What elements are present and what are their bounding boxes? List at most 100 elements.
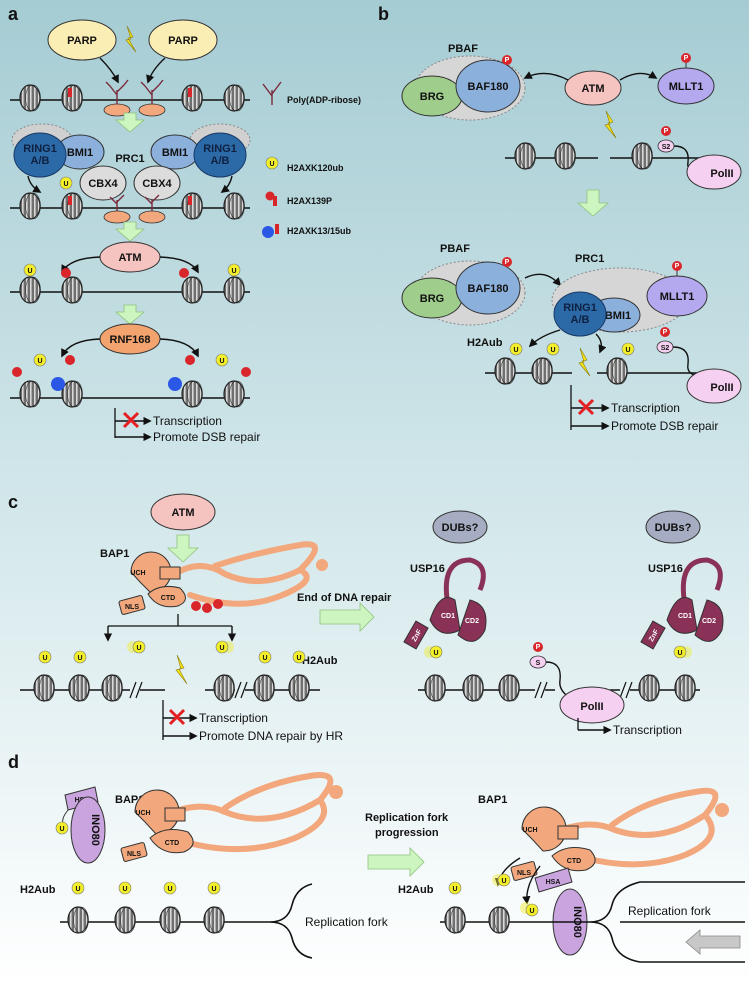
legend-h2ax139p-label: H2AX139P bbox=[287, 196, 332, 206]
arrow-parp-left bbox=[99, 57, 119, 84]
phos-icon bbox=[502, 55, 512, 65]
ub-symbol: U bbox=[77, 655, 82, 662]
ino80-hsa-left bbox=[64, 786, 99, 811]
ub-symbol: U bbox=[42, 655, 47, 662]
pbaf-bottom-label: PBAF bbox=[440, 243, 470, 255]
ub-symbol: U bbox=[75, 886, 80, 893]
ub-symbol: U bbox=[27, 268, 32, 275]
h2ax-mark bbox=[188, 88, 192, 97]
ub-icon bbox=[215, 640, 229, 654]
usp16-cd1-domain bbox=[666, 597, 698, 634]
h2axk13-ub-icon bbox=[51, 377, 65, 391]
ring1-right bbox=[193, 132, 247, 178]
bap1-uch-domain bbox=[521, 806, 567, 852]
promote-a-label: Promote DSB repair bbox=[153, 430, 260, 444]
par-chain-icon bbox=[109, 194, 125, 211]
h2axk13-ub-icon bbox=[168, 377, 182, 391]
nucleosome bbox=[674, 674, 697, 702]
mllt1-top-label: MLLT1 bbox=[669, 81, 704, 93]
ub-icon bbox=[546, 342, 560, 356]
nucleosome bbox=[554, 142, 577, 170]
dubs-left-label: DUBs? bbox=[442, 522, 479, 534]
phos-symbol: P bbox=[664, 128, 669, 135]
ub-symbol: U bbox=[231, 268, 236, 275]
ring1-right-label-2: A/B bbox=[211, 155, 230, 167]
cbx4-left-label: CBX4 bbox=[88, 178, 118, 190]
nucleosome bbox=[181, 84, 204, 112]
ub-icon bbox=[258, 650, 272, 664]
ub-icon bbox=[55, 821, 69, 835]
parp-bound bbox=[138, 103, 166, 117]
ring1-left bbox=[13, 132, 67, 178]
phos-symbol: P bbox=[675, 263, 680, 270]
phos-icon bbox=[61, 268, 71, 278]
phos-icon bbox=[241, 367, 251, 377]
fork-right-label: Replication fork bbox=[628, 904, 712, 918]
nucleosome bbox=[223, 192, 246, 220]
green-arrow-c2 bbox=[319, 602, 375, 632]
ub-symbol: U bbox=[167, 886, 172, 893]
dna-row-d2 bbox=[440, 881, 745, 963]
ring1-left-label-2: A/B bbox=[31, 155, 50, 167]
arrow-baf180-prc1 bbox=[524, 273, 562, 287]
usp16-cd2-domain bbox=[457, 599, 487, 642]
atm-b-label: ATM bbox=[581, 83, 604, 95]
phos-icon bbox=[179, 268, 189, 278]
s2-top-label: S2 bbox=[662, 144, 671, 151]
atm-c bbox=[150, 493, 216, 531]
ub-icon bbox=[448, 881, 462, 895]
ub-symbol: U bbox=[529, 908, 534, 915]
nucleosome bbox=[61, 276, 84, 304]
arrow-ring1-h2aub-2 bbox=[595, 333, 607, 354]
nucleosome bbox=[444, 906, 467, 934]
end-repair-label: End of DNA repair bbox=[297, 592, 392, 604]
bmi1-right-label: BMI1 bbox=[162, 147, 188, 159]
bmi1-left-label: BMI1 bbox=[67, 147, 93, 159]
dna-break-icon bbox=[234, 681, 248, 699]
ub-symbol: U bbox=[122, 886, 127, 893]
usp16-cd1-label: CD1 bbox=[678, 613, 692, 620]
arrow-ring1-right bbox=[220, 175, 233, 194]
h2aub-b-label: H2Aub bbox=[467, 337, 503, 349]
polii-c bbox=[559, 686, 625, 724]
nucleosome bbox=[19, 192, 42, 220]
dna-damage-bolt-c bbox=[175, 654, 188, 685]
ub-icon bbox=[71, 881, 85, 895]
phos-symbol: P bbox=[505, 259, 510, 266]
bap1-nls-right-label: NLS bbox=[517, 870, 531, 877]
bap1-knob bbox=[715, 803, 729, 817]
atm-a-label: ATM bbox=[118, 252, 141, 264]
prc1-b-label: PRC1 bbox=[575, 253, 604, 265]
usp16-cd2-label: CD2 bbox=[702, 618, 716, 625]
phos-icon bbox=[502, 257, 512, 267]
ub-icon bbox=[497, 873, 511, 887]
h2aub-c-label: H2Aub bbox=[302, 655, 338, 667]
nucleosome bbox=[181, 192, 204, 220]
s2-bottom-label: S2 bbox=[661, 345, 670, 352]
phos-icon bbox=[661, 126, 671, 136]
usp16-left-label: USP16 bbox=[410, 563, 445, 575]
ub-symbol: U bbox=[452, 886, 457, 893]
panel-a: a PARP PARP BMI1 RING1 A/B PRC1 BMI1 RI bbox=[8, 4, 361, 444]
s-label: S bbox=[536, 660, 541, 667]
nucleosome bbox=[424, 674, 447, 702]
ub-icon bbox=[621, 342, 635, 356]
arrow-rnf168-left bbox=[61, 338, 101, 358]
green-arrow-c1 bbox=[166, 534, 200, 563]
green-arrow-a2 bbox=[114, 221, 146, 242]
legend-h2ax-icon bbox=[273, 196, 277, 206]
usp16-right-label: USP16 bbox=[648, 563, 683, 575]
ub-icon bbox=[227, 263, 241, 277]
transcription-c-label: Transcription bbox=[199, 711, 268, 725]
nucleosome bbox=[488, 906, 511, 934]
baf180-top bbox=[455, 59, 521, 113]
par-chain-icon bbox=[105, 79, 129, 104]
green-arrow-a3 bbox=[114, 304, 146, 325]
ring1-left-label: RING1 bbox=[23, 143, 57, 155]
phos-icon bbox=[672, 261, 682, 271]
usp16-znf-domain bbox=[640, 620, 666, 650]
dna-row-d1 bbox=[60, 883, 313, 959]
legend-par-label: Poly(ADP-ribose) bbox=[287, 95, 361, 105]
ino80-left-label: INO80 bbox=[89, 814, 101, 846]
